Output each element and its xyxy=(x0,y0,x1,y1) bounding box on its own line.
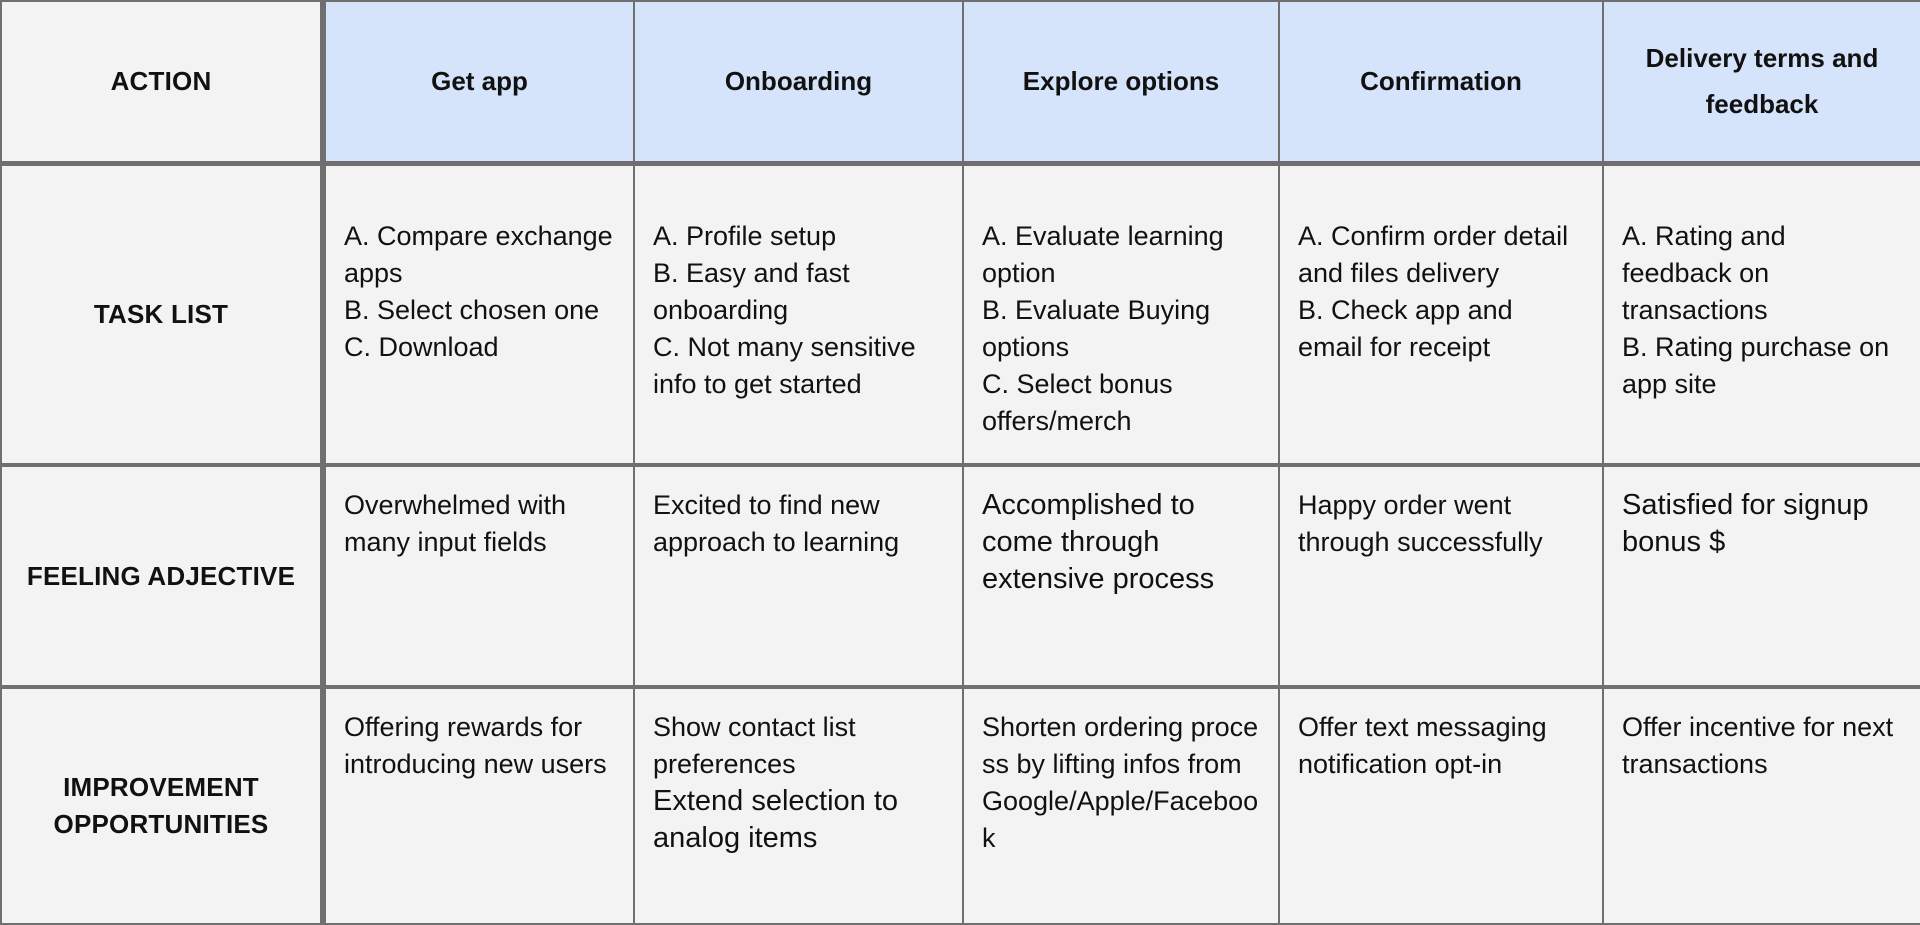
improve-text-delivery-terms: Offer incentive for next transactions xyxy=(1622,712,1894,779)
feeling-cell-onboarding: Excited to find new approach to learning xyxy=(633,464,964,689)
feeling-text-explore-options: Accomplished to come through extensive p… xyxy=(982,489,1215,595)
row-header-action: ACTION xyxy=(0,0,326,166)
row-header-improvement-opportunities: IMPROVEMENT OPPORTUNITIES xyxy=(0,686,326,925)
task-cell-explore-options: A. Evaluate learning option B. Evaluate … xyxy=(962,162,1280,467)
improve-text-get-app: Offering rewards for introducing new use… xyxy=(344,712,607,779)
improve-cell-explore-options: Shorten ordering process by lifting info… xyxy=(962,686,1280,925)
feeling-cell-confirmation: Happy order went through successfully xyxy=(1278,464,1604,689)
improve-text-explore-options: Shorten ordering process by lifting info… xyxy=(982,712,1259,853)
feeling-text-onboarding: Excited to find new approach to learning xyxy=(653,490,900,557)
improve-cell-confirmation: Offer text messaging notification opt-in xyxy=(1278,686,1604,925)
task-text-onboarding: A. Profile setup B. Easy and fast onboar… xyxy=(653,220,916,399)
feeling-text-get-app: Overwhelmed with many input fields xyxy=(344,490,567,557)
stage-header-get-app: Get app xyxy=(322,0,635,166)
improve-text-confirmation: Offer text messaging notification opt-in xyxy=(1298,712,1547,779)
feeling-cell-get-app: Overwhelmed with many input fields xyxy=(322,464,635,689)
header-row: ACTION Get app Onboarding Explore option… xyxy=(0,0,1920,166)
task-text-delivery-terms: A. Rating and feedback on transactions B… xyxy=(1622,220,1890,399)
stage-header-onboarding: Onboarding xyxy=(633,0,964,166)
improvement-opportunities-row: IMPROVEMENT OPPORTUNITIES Offering rewar… xyxy=(0,686,1920,925)
row-header-improvement-opportunities-label: IMPROVEMENT OPPORTUNITIES xyxy=(53,772,269,839)
feeling-text-confirmation: Happy order went through successfully xyxy=(1298,490,1543,557)
feeling-cell-delivery-terms: Satisfied for signup bonus $ xyxy=(1602,464,1920,689)
task-cell-get-app: A. Compare exchange apps B. Select chose… xyxy=(322,162,635,467)
feeling-adjective-row: FEELING ADJECTIVE Overwhelmed with many … xyxy=(0,464,1920,689)
feeling-text-delivery-terms: Satisfied for signup bonus $ xyxy=(1622,489,1869,558)
stage-header-explore-options: Explore options xyxy=(962,0,1280,166)
row-header-feeling-adjective: FEELING ADJECTIVE xyxy=(0,464,326,689)
improve-text-onboarding-main: Show contact list preferences xyxy=(653,712,856,779)
improve-cell-get-app: Offering rewards for introducing new use… xyxy=(322,686,635,925)
improve-text-onboarding-extra: Extend selection to analog items xyxy=(653,785,899,854)
task-cell-confirmation: A. Confirm order detail and files delive… xyxy=(1278,162,1604,467)
task-cell-onboarding: A. Profile setup B. Easy and fast onboar… xyxy=(633,162,964,467)
task-text-explore-options: A. Evaluate learning option B. Evaluate … xyxy=(982,220,1224,436)
task-cell-delivery-terms: A. Rating and feedback on transactions B… xyxy=(1602,162,1920,467)
stage-header-confirmation: Confirmation xyxy=(1278,0,1604,166)
task-list-row: TASK LIST A. Compare exchange apps B. Se… xyxy=(0,162,1920,467)
stage-header-delivery-terms: Delivery terms and feedback xyxy=(1602,0,1920,166)
feeling-cell-explore-options: Accomplished to come through extensive p… xyxy=(962,464,1280,689)
row-header-task-list: TASK LIST xyxy=(0,162,326,467)
improve-cell-delivery-terms: Offer incentive for next transactions xyxy=(1602,686,1920,925)
task-text-confirmation: A. Confirm order detail and files delive… xyxy=(1298,220,1569,362)
task-text-get-app: A. Compare exchange apps B. Select chose… xyxy=(344,220,613,362)
